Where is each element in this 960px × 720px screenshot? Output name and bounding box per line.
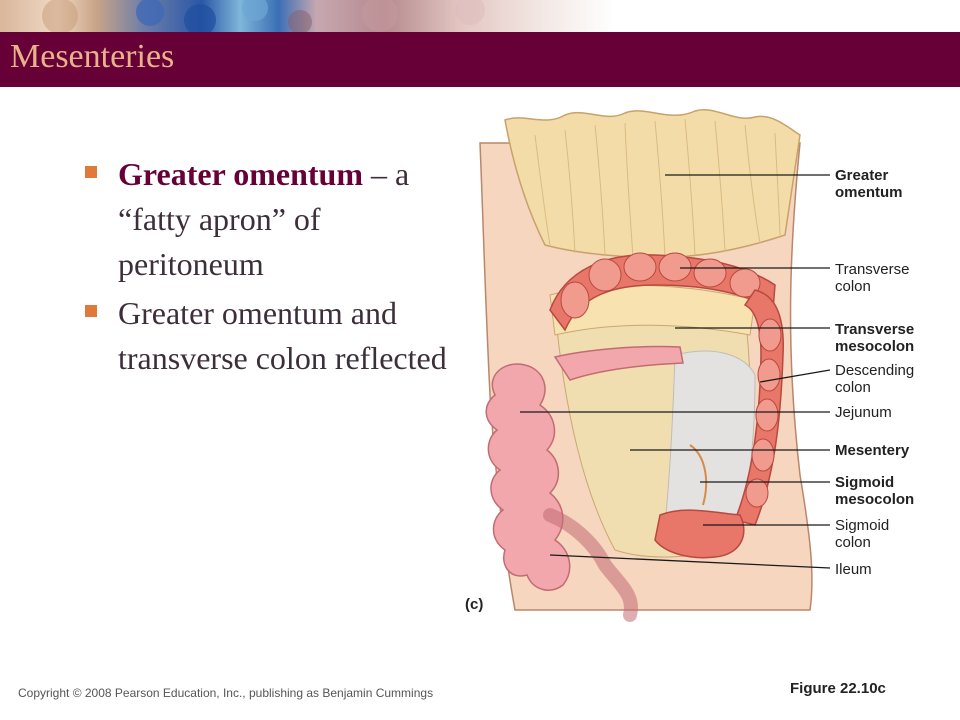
label-mesentery: Mesentery [835, 442, 910, 459]
mesentery-illustration [479, 109, 831, 622]
bullet-strong-text: Greater omentum [118, 156, 363, 192]
label-jejunum: Jejunum [835, 404, 892, 421]
figure-reference: Figure 22.10c [790, 680, 886, 697]
bullet-text: – a “fatty apron” of peritoneum [118, 156, 410, 282]
panel-label: (c) [465, 596, 484, 613]
label-ileum: Ileum [835, 561, 872, 578]
banner-image [0, 0, 960, 32]
bullet-list: Greater omentum – a “fatty apron” of per… [85, 152, 455, 381]
slide-title: Mesenteries [10, 38, 175, 75]
bullet-item: Greater omentum – a “fatty apron” of per… [85, 152, 455, 287]
copyright-text: Copyright © 2008 Pearson Education, Inc.… [18, 686, 434, 700]
banner-art-icon [42, 0, 485, 32]
bullet-marker-icon [85, 305, 97, 317]
bullet-item: Greater omentum and transverse colon ref… [85, 291, 455, 381]
title-bar [0, 32, 960, 87]
bullet-marker-icon [85, 166, 97, 178]
bullet-text: Greater omentum and transverse colon ref… [118, 295, 447, 376]
